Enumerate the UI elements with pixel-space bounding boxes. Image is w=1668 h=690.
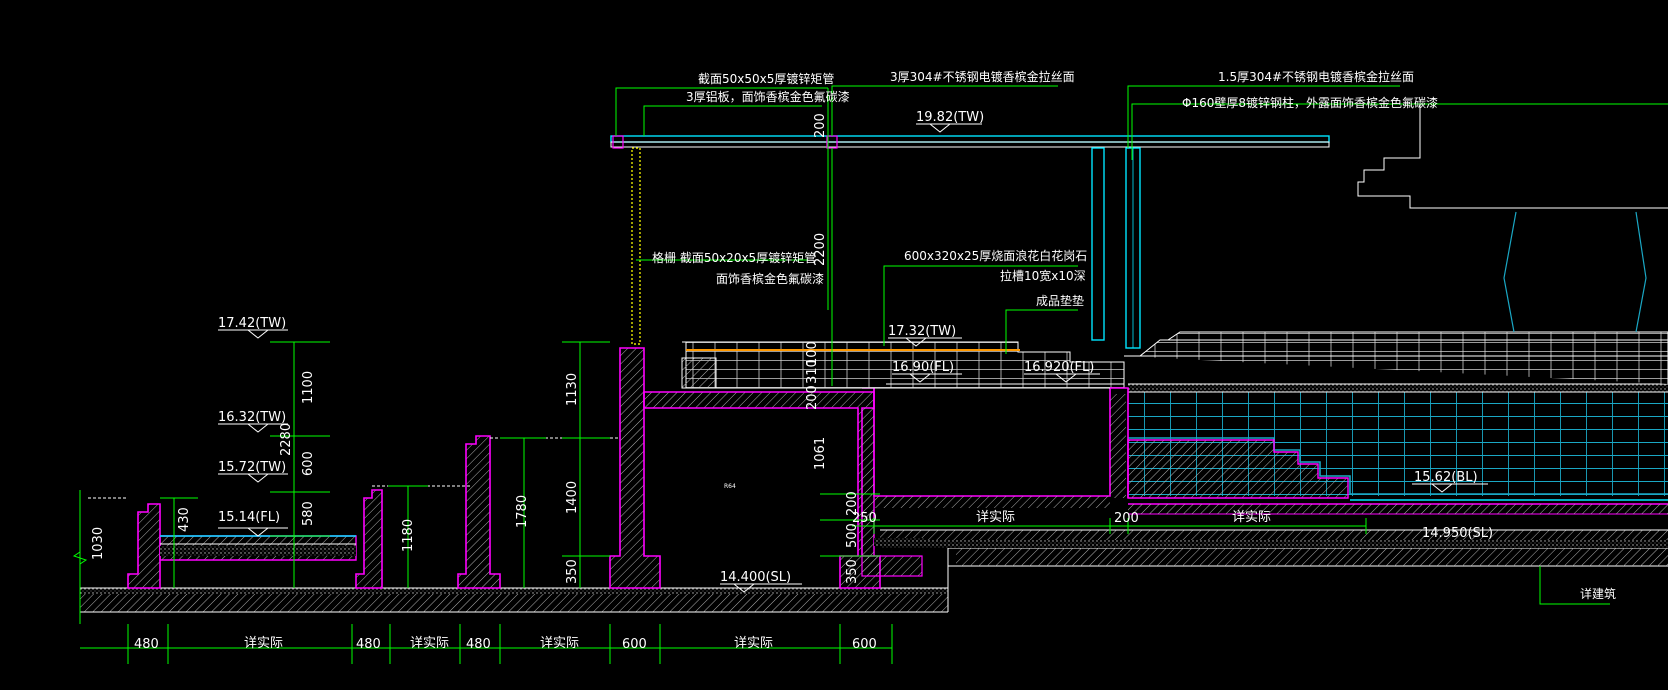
dim-310: 310 <box>805 359 820 384</box>
annotations: 截面50x50x5厚镀锌矩管 3厚304#不锈钢电镀香槟金拉丝面 3厚铝板，面饰… <box>652 69 1616 601</box>
dim-580: 580 <box>301 501 316 526</box>
hdim-detail-f: 详实际 <box>1232 510 1271 525</box>
dim-1130: 1130 <box>565 373 580 406</box>
level-structure-slab-left: 14.400(SL) <box>720 570 791 585</box>
note-groove: 拉槽10宽x10深 <box>1000 268 1086 283</box>
dim-200-base: 200 <box>845 491 860 516</box>
dim-430: 430 <box>177 507 192 532</box>
note-steel-column: Φ160壁厚8镀锌钢柱，外露面饰香槟金色氟碳漆 <box>1182 95 1438 110</box>
dim-2200: 2200 <box>813 233 828 266</box>
hdim-600-b: 600 <box>852 637 877 652</box>
ground-strata <box>80 529 1668 613</box>
dim-1061: 1061 <box>813 437 828 470</box>
note-aluminium-panel: 3厚铝板，面饰香槟金色氟碳漆 <box>686 89 850 104</box>
dim-350-left: 350 <box>565 559 580 584</box>
background-building <box>1357 103 1668 333</box>
hdim-600-a: 600 <box>622 637 647 652</box>
central-structure <box>609 347 1111 589</box>
dimension-lines <box>72 341 1367 664</box>
note-steel-thin: 1.5厚304#不锈钢电镀香槟金拉丝面 <box>1218 69 1414 84</box>
middle-wall <box>457 435 620 589</box>
level-markers <box>218 123 1488 593</box>
hdim-480-c: 480 <box>466 637 491 652</box>
hdim-detail-e: 详实际 <box>976 510 1015 525</box>
hdim-250: 250 <box>852 511 877 526</box>
level-floor-a: 16.90(FL) <box>892 360 954 375</box>
hdim-480-b: 480 <box>356 637 381 652</box>
vertical-dimension-labels: 200 2200 100 310 200 1061 200 500 350 11… <box>91 113 860 584</box>
dim-500: 500 <box>845 523 860 548</box>
stepped-paving <box>681 341 1125 389</box>
level-canopy-top: 19.82(TW) <box>916 110 984 125</box>
hdim-detail-b: 详实际 <box>410 636 449 651</box>
note-pad: 成品垫垫 <box>1036 293 1084 308</box>
level-structure-slab-right: 14.950(SL) <box>1422 526 1493 541</box>
pergola <box>610 135 1330 349</box>
note-granite: 600x320x25厚烧面浪花白花岗石 <box>904 248 1087 263</box>
note-steel-champagne: 3厚304#不锈钢电镀香槟金拉丝面 <box>890 69 1075 84</box>
dim-2280: 2280 <box>279 423 294 456</box>
pool <box>1110 331 1668 515</box>
level-planter-top-low: 15.72(TW) <box>218 460 286 475</box>
dim-1100: 1100 <box>301 371 316 404</box>
level-pool-bottom: 15.62(BL) <box>1414 470 1478 485</box>
level-planter-top-high: 17.42(TW) <box>218 316 286 331</box>
left-planter <box>88 485 470 589</box>
leader-lines <box>615 85 1668 605</box>
horizontal-dimension-labels: 480 详实际 480 详实际 480 详实际 600 详实际 600 250 … <box>134 510 1271 652</box>
dim-1180: 1180 <box>401 519 416 552</box>
level-floor-b: 16.920(FL) <box>1024 360 1094 375</box>
level-labels: 19.82(TW) 17.42(TW) 16.32(TW) 15.72(TW) … <box>218 110 1493 585</box>
note-tiny-label: R64 <box>724 483 736 490</box>
level-planter-floor: 15.14(FL) <box>218 510 280 525</box>
dim-1780: 1780 <box>515 495 530 528</box>
dim-100: 100 <box>805 341 820 366</box>
dim-1400: 1400 <box>565 481 580 514</box>
dim-600: 600 <box>301 451 316 476</box>
note-grille-finish: 面饰香槟金色氟碳漆 <box>716 271 824 286</box>
dim-1030: 1030 <box>91 527 106 560</box>
level-planter-top-mid: 16.32(TW) <box>218 410 286 425</box>
note-grille: 格栅 截面50x20x5厚镀锌矩管 <box>652 250 816 265</box>
hdim-detail-c: 详实际 <box>540 636 579 651</box>
hdim-detail-d: 详实际 <box>734 636 773 651</box>
dim-200-canopy: 200 <box>813 113 828 138</box>
level-wall-top: 17.32(TW) <box>888 324 956 339</box>
hdim-detail-a: 详实际 <box>244 636 283 651</box>
dim-350-right: 350 <box>845 559 860 584</box>
note-rect-tube: 截面50x50x5厚镀锌矩管 <box>698 71 834 86</box>
note-see-architecture: 详建筑 <box>1580 586 1616 601</box>
hdim-480-a: 480 <box>134 637 159 652</box>
hdim-200: 200 <box>1114 511 1139 526</box>
dim-200-slab: 200 <box>805 385 820 410</box>
